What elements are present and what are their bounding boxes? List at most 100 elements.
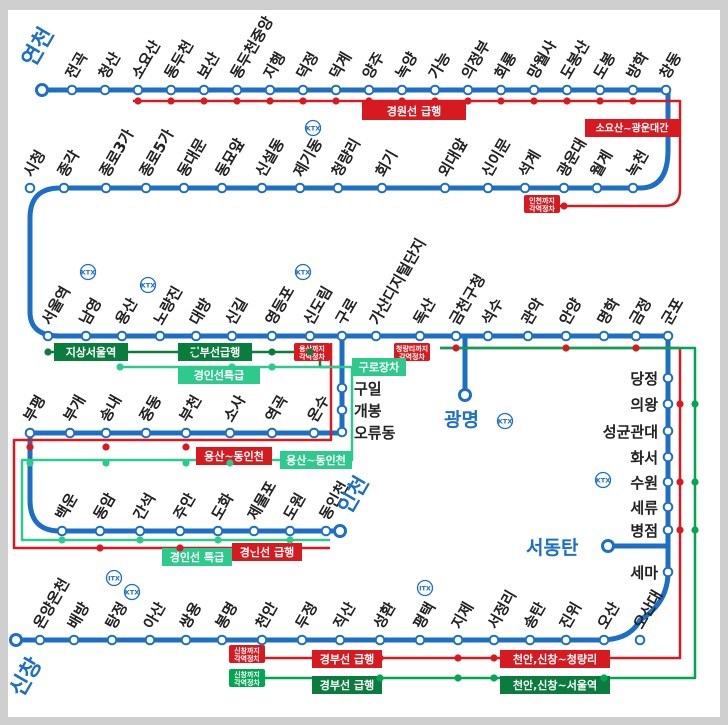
yongsan-small-line-2: 각역정차 [299, 352, 325, 361]
station-역곡 [266, 427, 278, 439]
station-의정부 [462, 84, 474, 96]
express-stop-red-r6-2 [454, 654, 462, 662]
express-stop-green-r6-3 [376, 674, 384, 682]
station-석수 [482, 330, 494, 342]
express-stop-의정부 [464, 97, 472, 105]
express-stop-teal-r4-1 [182, 459, 190, 467]
station-봉명 [216, 634, 228, 646]
station-창동 [660, 84, 672, 96]
cheonan-small1-line-1: 신창까지 [234, 646, 260, 655]
express-stop-도봉 [596, 97, 604, 105]
station-도원 [284, 525, 296, 537]
express-stop-red-r5-0 [96, 544, 104, 552]
station-쌍용 [180, 634, 192, 646]
station-시청 [24, 182, 36, 194]
station-도봉 [594, 84, 606, 96]
station-전곡 [66, 84, 78, 96]
station-탕정 [106, 634, 118, 646]
gyeongbu-express-label-box [178, 343, 252, 361]
express-stop-teal-r5-3 [286, 536, 294, 544]
station-아산 [144, 634, 156, 646]
cheongnyangni-small-line-2: 각역정차 [399, 352, 425, 361]
express-stop-green-r6-0 [600, 674, 608, 682]
jisang-seoul-label-box [54, 343, 128, 361]
station-오산대 [634, 634, 646, 646]
station-부개 [64, 427, 76, 439]
terminal-incheon-dot [333, 524, 347, 538]
station-신도림 [304, 330, 316, 342]
line1-south [16, 571, 671, 643]
station-보산 [198, 84, 210, 96]
incheon-small-box [524, 195, 560, 213]
station-동두천 [165, 84, 177, 96]
cheonan-seoul-label: 천안,신창~서울역 [513, 678, 597, 692]
station-두정 [296, 634, 308, 646]
station-구일 [336, 382, 348, 394]
station-동인천 [320, 525, 332, 537]
station-도봉산 [561, 84, 573, 96]
cheonan-small1-line-2: 각역정차 [234, 654, 260, 663]
station-명학 [598, 330, 610, 342]
yongsan-dongincheon-green: 용산~동인천 [286, 453, 346, 467]
gyeongin-special-label: 경인선특급 [194, 368, 245, 382]
express-stop-red-r3-0 [452, 344, 460, 352]
station-외대앞 [439, 182, 451, 194]
gyeongin-express-label-box [232, 543, 302, 561]
guro-jangchi-label-box [352, 358, 406, 376]
station-신길 [226, 330, 238, 342]
station-영등포 [266, 330, 278, 342]
station-구로 [336, 330, 348, 342]
express-stop-동두천 [167, 97, 175, 105]
station-name-오류동: 오류동 [354, 424, 396, 442]
station-name-세류: 세류 [630, 499, 658, 517]
ktx-cheonan-asan [123, 583, 141, 601]
station-온수 [308, 427, 320, 439]
gyeongin-express-label: 경인선 급행 [240, 545, 294, 559]
station-수원 [662, 476, 674, 488]
station-name-성균관대: 성균관대 [603, 423, 658, 441]
soyosan-gwangwoon-label-box [585, 119, 679, 137]
station-직산 [334, 634, 346, 646]
gyeongin-special2-label-box [162, 548, 232, 566]
express-stop-red-r5-2 [250, 544, 258, 552]
express-stop-동두천중앙 [233, 97, 241, 105]
ktx-suwon [594, 471, 612, 489]
station-월계 [591, 182, 603, 194]
express-stop-r3-1 [192, 348, 200, 356]
station-세류 [662, 501, 674, 513]
station-오류동 [336, 426, 348, 438]
itx-tangjeong [105, 569, 123, 587]
station-서울역 [42, 330, 54, 342]
ktx-seoul-text: KTX [81, 268, 95, 276]
station-소요산 [132, 84, 144, 96]
station-name-세마: 세마 [630, 564, 658, 582]
express-stop-red-r4-0 [182, 443, 190, 451]
station-지제 [452, 634, 464, 646]
station-동암 [94, 525, 106, 537]
station-덕정 [297, 84, 309, 96]
station-녹양 [396, 84, 408, 96]
express-stop-teal-r5-0 [58, 536, 66, 544]
express-stop-회룡 [497, 97, 505, 105]
station-회룡 [495, 84, 507, 96]
express-stop-red-r3-2 [632, 344, 640, 352]
station-지행 [264, 84, 276, 96]
station-진위 [560, 634, 572, 646]
terminal-seodongtan-dot [601, 539, 615, 553]
cheonan-small2-box [229, 669, 265, 687]
express-stop-red-sv-2 [676, 526, 684, 534]
cheonan-cheongnyangni-label-box [500, 650, 610, 668]
station-개봉 [336, 404, 348, 416]
express-stop-teal-r4-0 [226, 459, 234, 467]
cheonan-cheongnyangni-label: 천안,신창~청량리 [513, 652, 597, 666]
station-오산 [598, 634, 610, 646]
express-stop-가능 [431, 97, 439, 105]
express-stop-red-r4-2 [26, 443, 34, 451]
ktx-suwon-text: KTX [596, 476, 610, 484]
station-망월사 [528, 84, 540, 96]
station-용산 [116, 330, 128, 342]
station-송탄 [524, 634, 536, 646]
ktx-yongsan-text: KTX [141, 281, 155, 289]
ktx-yeongdeungpo [294, 263, 312, 281]
station-남영 [80, 330, 92, 342]
